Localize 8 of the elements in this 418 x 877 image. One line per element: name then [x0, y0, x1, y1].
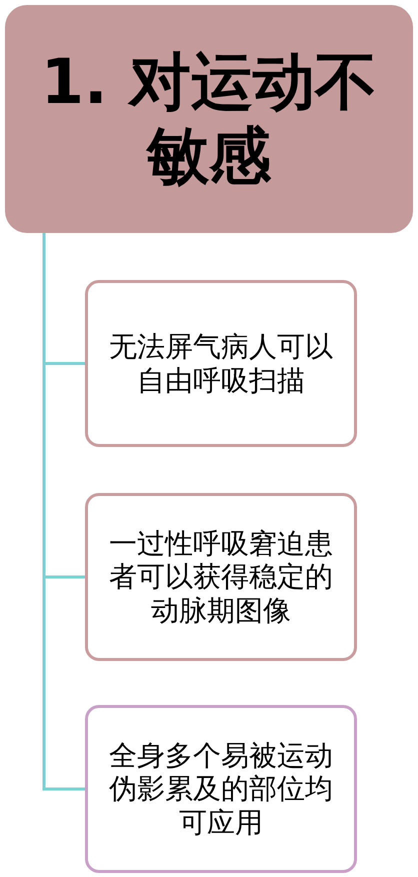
title-text: 1. 对运动不敏感 — [40, 44, 378, 194]
topic-text: 全身多个易被运动伪影累及的部位均可应用 — [108, 738, 334, 840]
topic-text: 无法屏气病人可以自由呼吸扫描 — [108, 330, 334, 398]
topic-box — [85, 280, 357, 447]
topic-box — [85, 493, 357, 661]
topic-text: 一过性呼吸窘迫患者可以获得稳定的动脉期图像 — [108, 526, 334, 628]
title-box — [5, 5, 413, 233]
topic-box — [85, 705, 357, 873]
